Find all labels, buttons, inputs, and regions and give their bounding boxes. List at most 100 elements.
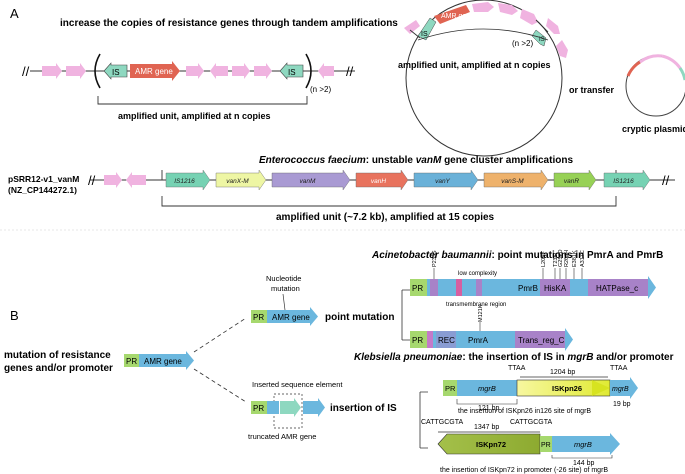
amr-gene-label: AMR gene: [135, 67, 173, 76]
truncated-label: truncated AMR gene: [248, 432, 316, 441]
hatpase-label: HATPase_c: [596, 284, 638, 293]
central-gene: PR AMR gene: [124, 351, 194, 370]
rec-start: [427, 331, 433, 348]
vanm-gene-label: vanY: [435, 178, 450, 185]
ttaa-left: TTAA: [508, 365, 526, 372]
iskpn26-insertion: TTAA TTAA 1204 bp PR mgrB ISKpn26 mgrB 1…: [443, 365, 638, 415]
pr-label: PR: [253, 404, 264, 413]
vanm-title-rest: : unstable: [366, 155, 416, 166]
iskpn72-insertion: CATTGCGTA CATTGCGTA 1347 bp ISKpn72 PR m…: [421, 419, 620, 474]
flank-gene-arrow: [318, 63, 334, 79]
circle-gene-arrow: [520, 9, 538, 25]
circle-gene-arrow: [546, 18, 560, 34]
acineto-rest: : point mutations in PmrA and PmrB: [491, 250, 663, 261]
transfer-label: or transfer: [569, 85, 615, 95]
insertion-gene: PR: [251, 398, 325, 417]
vanm-title-end: gene cluster amplifications: [441, 155, 573, 166]
vanm-caption: amplified unit (~7.2 kb), amplified at 1…: [276, 212, 495, 223]
linear-amplification-row: // // IS AMR gene IS (n >2) amplified un…: [22, 53, 355, 121]
is-label-right: IS: [288, 68, 296, 77]
circular-amplification: IS AMR gene IS (n >2) amplified unit, am…: [398, 0, 568, 157]
unit-gene-arrow: [232, 63, 250, 79]
is-element-left: [103, 62, 128, 80]
promoter-box: [251, 310, 267, 323]
promoter-box: [443, 380, 457, 396]
transmembrane-segment: [430, 279, 438, 296]
unit-gene-arrow: [210, 63, 228, 79]
hiska-label: HisKA: [544, 284, 567, 293]
point-mutation-label: point mutation: [325, 312, 394, 323]
amr-gene-fragment: [267, 401, 279, 414]
vanm-gene-arrow: [215, 169, 267, 191]
amr-label: AMR gene: [272, 313, 310, 322]
flank-gene-arrow: [126, 172, 146, 188]
pr-label: PR: [412, 284, 423, 293]
vanm-gene-label: vanS-M: [501, 178, 524, 185]
vanm-gene-arrow: [271, 169, 351, 191]
promoter-box: [124, 354, 139, 367]
cattg-left: CATTGCGTA: [421, 419, 463, 426]
klebs-title: Klebsiella pneumoniae: the insertion of …: [354, 352, 674, 363]
transmembrane-segment: [476, 279, 482, 296]
mutation-label: E381K: [572, 250, 578, 267]
flank-gene-arrow: [66, 63, 86, 79]
mgrb-part-2: [610, 377, 638, 399]
pmra-mutation: M121K: [478, 304, 484, 322]
break-mark-left: //: [88, 173, 96, 188]
mutation-label: P233S: [432, 250, 438, 267]
mgrb-label-1: mgrB: [478, 384, 496, 393]
promoter-box: [410, 279, 427, 296]
pmra-label: PmrA: [468, 336, 489, 345]
vanm-gene-label: vanR: [564, 178, 579, 185]
iskpn26-arrowhead: [592, 380, 610, 396]
low-complexity-label: low complexity: [458, 271, 497, 277]
pr-label: PR: [412, 336, 423, 345]
acineto-species: Acinetobacter baumannii: [371, 250, 492, 261]
vanm-gene-label: IS1216: [174, 178, 195, 185]
truncated-amr-arrow: [303, 398, 325, 417]
unit-bracket: [97, 96, 308, 105]
iskpn26-caption: the insertion of ISKpn26 in126 site of m…: [458, 408, 591, 415]
amr-gene-arrow: [267, 307, 318, 326]
mgrb-part-1: [457, 380, 517, 396]
amr-gene-arrow: [130, 61, 180, 81]
mutation-label: L208F: [541, 251, 547, 267]
amplified-circle: [405, 0, 563, 157]
mutation-pointer: [282, 293, 286, 311]
iskpn72-label: ISKpn72: [476, 440, 506, 449]
vanm-gene-label: vanM: [300, 178, 316, 185]
vanm-accession: (NZ_CP144272.1): [8, 185, 77, 195]
panel-b-letter: B: [10, 308, 19, 323]
hatpase-domain: [588, 279, 648, 296]
low-complexity-segment: [456, 279, 462, 296]
inserted-element-label: Inserted sequence element: [252, 380, 343, 389]
panel-a-title: increase the copies of resistance genes …: [60, 18, 398, 29]
bp19-label: 19 bp: [613, 401, 631, 408]
amr-gene-arrow: [139, 351, 194, 370]
vanm-gene-arrow: [355, 169, 409, 191]
plasmid-caption: cryptic plasmid: [622, 124, 685, 134]
nucleotide-mutation-2: mutation: [271, 284, 300, 293]
branch-line-upper: [193, 317, 247, 353]
circle-is-label: IS: [421, 31, 428, 38]
mutation-label: G252D: [558, 250, 564, 267]
break-mark-right: //: [346, 64, 354, 79]
vanm-gene-arrow: [483, 169, 549, 191]
vanm-gene-arrow: [413, 169, 479, 191]
flank-gene-arrow: [42, 63, 62, 79]
transreg-domain: [515, 331, 565, 348]
circle-gene-arrow: [556, 40, 568, 58]
ttaa-right: TTAA: [610, 365, 628, 372]
bp144-label: 144 bp: [573, 460, 595, 467]
bracket-left: [94, 53, 101, 89]
circle-is-label-2: IS: [539, 37, 545, 43]
break-mark-right: //: [662, 173, 670, 188]
transreg-label: Trans_reg_C: [518, 336, 565, 345]
mgrb-label-3: mgrB: [574, 440, 592, 449]
circle-tick: [409, 29, 421, 39]
mutation-label: R263H: [564, 250, 570, 267]
transmembrane-label: transmembrane region: [446, 302, 506, 308]
vanm-gene-label: vanX-M: [226, 178, 249, 185]
